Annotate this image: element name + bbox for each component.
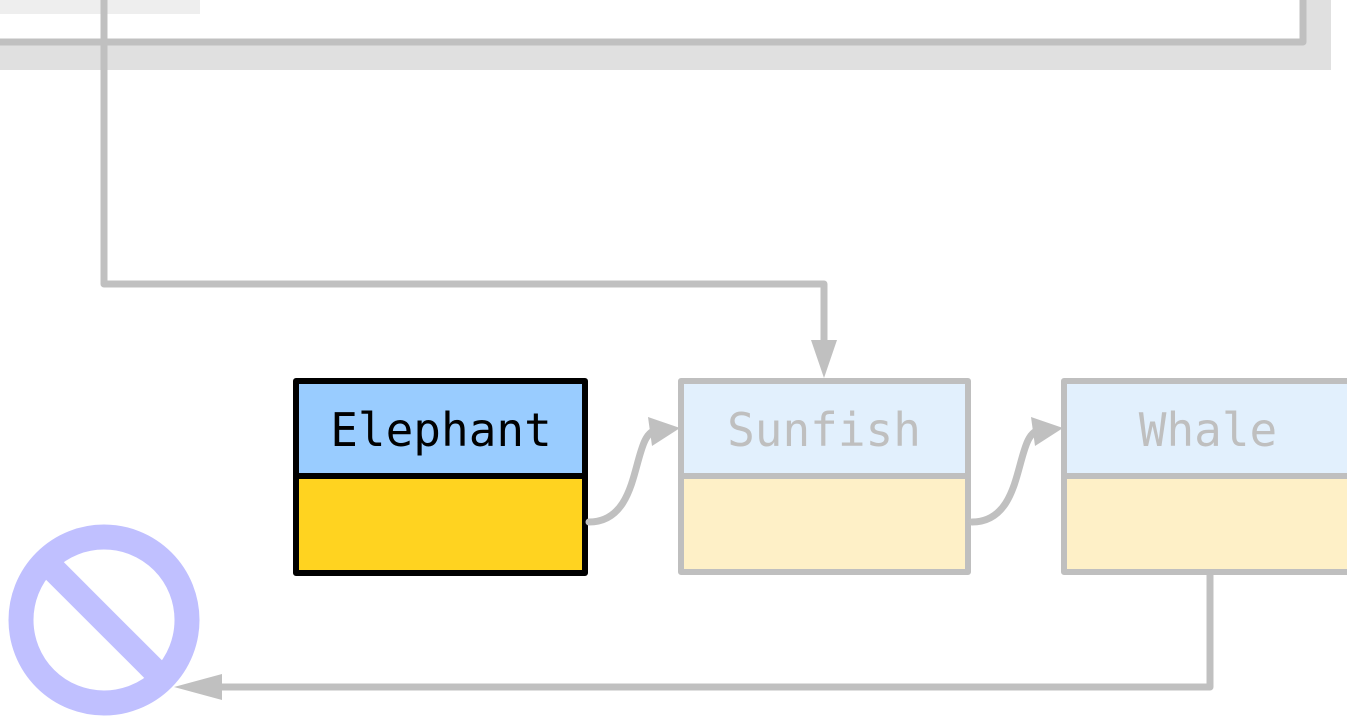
- node-elephant-label: Elephant: [330, 403, 552, 457]
- link-elephant-to-sunfish-curve: [585, 426, 662, 526]
- link-sunfish-to-whale: [968, 417, 1063, 526]
- link-elephant-to-sunfish-arrowhead: [648, 417, 680, 446]
- prohibited-icon: [8, 524, 200, 716]
- header-container: [0, 0, 1331, 70]
- node-whale[interactable]: Whale: [1061, 378, 1347, 575]
- node-sunfish-top: [681, 381, 968, 475]
- node-elephant-top: [296, 381, 585, 475]
- node-elephant[interactable]: Elephant: [293, 378, 588, 576]
- tail-pointer-arrowhead: [174, 674, 222, 700]
- head-pointer-line: [100, 0, 828, 348]
- prohibited-icon-slash: [39, 555, 171, 687]
- node-elephant-bottom: [296, 475, 585, 573]
- node-whale-top: [1064, 381, 1347, 475]
- node-whale-bottom: [1064, 475, 1347, 572]
- link-sunfish-to-whale-curve: [968, 426, 1045, 526]
- head-pointer-arrowhead: [811, 340, 837, 378]
- prohibited-icon-ring: [8, 524, 200, 716]
- node-sunfish-label: Sunfish: [727, 403, 921, 457]
- header-inner-tab: [0, 0, 200, 14]
- header-inner-border: [0, 0, 1307, 46]
- link-sunfish-to-whale-arrowhead: [1031, 417, 1063, 446]
- tail-pointer-connector: [174, 575, 1214, 700]
- node-sunfish[interactable]: Sunfish: [678, 378, 971, 575]
- header-inner-area: [0, 0, 1302, 42]
- link-elephant-to-sunfish: [585, 417, 680, 526]
- node-sunfish-bottom: [681, 475, 968, 572]
- head-pointer-connector: [100, 0, 837, 378]
- tail-pointer-line: [215, 575, 1214, 691]
- node-whale-label: Whale: [1139, 403, 1277, 457]
